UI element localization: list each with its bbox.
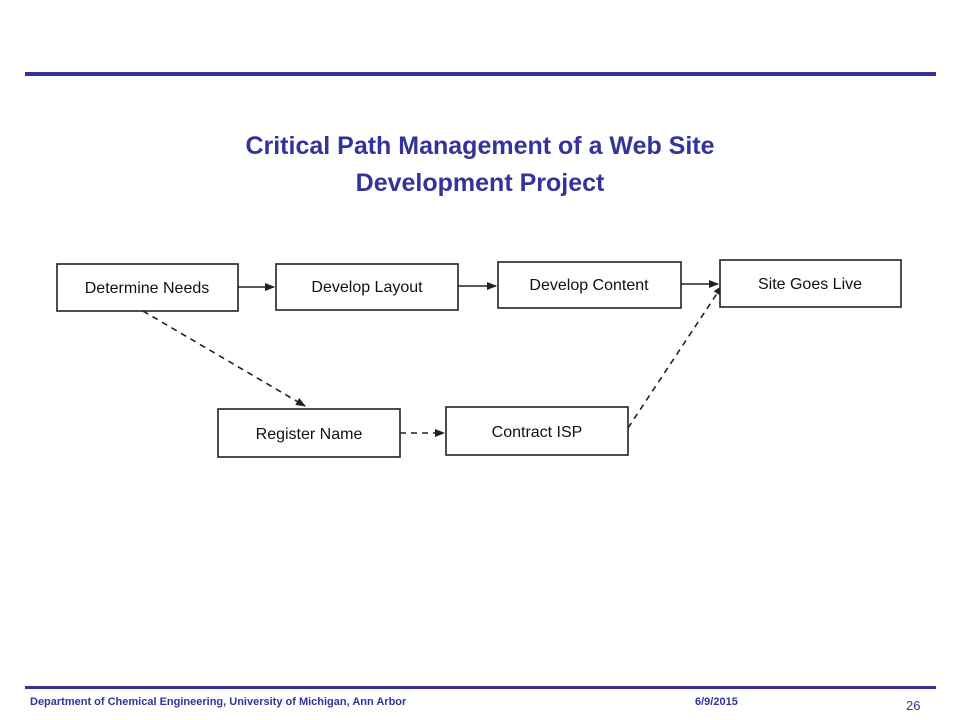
slide-number: 26 bbox=[906, 698, 921, 713]
node-determine-needs: Determine Needs bbox=[56, 263, 239, 312]
top-divider bbox=[25, 72, 936, 76]
slide-title: Critical Path Management of a Web Site D… bbox=[0, 128, 960, 202]
node-register-name: Register Name bbox=[217, 408, 401, 458]
node-label: Register Name bbox=[256, 426, 363, 443]
title-line-2: Development Project bbox=[355, 169, 605, 197]
footer-department: Department of Chemical Engineering, Univ… bbox=[30, 696, 407, 708]
node-site-goes-live: Site Goes Live bbox=[719, 259, 902, 308]
node-label: Develop Content bbox=[529, 277, 649, 294]
node-develop-content: Develop Content bbox=[497, 261, 682, 309]
node-label: Determine Needs bbox=[85, 280, 210, 297]
edge-determine-needs-to-register-name bbox=[142, 310, 306, 407]
node-develop-layout: Develop Layout bbox=[275, 263, 459, 311]
node-label: Contract ISP bbox=[492, 424, 583, 441]
node-contract-isp: Contract ISP bbox=[445, 406, 629, 456]
node-label: Develop Layout bbox=[311, 279, 423, 296]
bottom-divider bbox=[25, 686, 936, 689]
node-label: Site Goes Live bbox=[758, 276, 862, 293]
title-line-1: Critical Path Management of a Web Site bbox=[245, 132, 715, 160]
footer-date: 6/9/2015 bbox=[695, 696, 738, 708]
